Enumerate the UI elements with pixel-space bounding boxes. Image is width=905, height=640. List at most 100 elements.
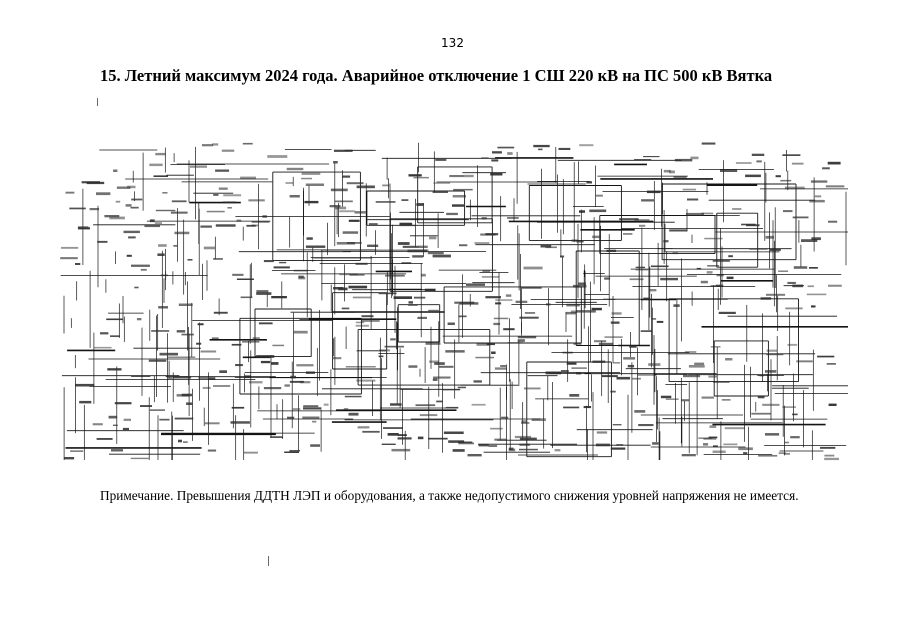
schematic-label-block <box>508 448 516 452</box>
schematic-label-block <box>211 337 219 339</box>
schematic-label-block <box>546 303 551 306</box>
schematic-label-block <box>116 186 131 189</box>
schematic-label-block <box>301 172 321 175</box>
schematic-label-block <box>332 357 342 360</box>
schematic-label-block <box>713 445 718 448</box>
schematic-label-block <box>660 277 678 281</box>
schematic-label-block <box>110 335 120 337</box>
schematic-label-block <box>387 433 399 436</box>
schematic-label-block <box>724 427 745 430</box>
schematic-label-block <box>151 330 170 332</box>
schematic-label-block <box>251 221 270 223</box>
schematic-label-block <box>413 176 429 179</box>
schematic-label-block <box>158 244 167 247</box>
schematic-label-block <box>703 443 709 446</box>
schematic-label-block <box>766 293 786 296</box>
schematic-label-block <box>482 269 491 273</box>
schematic-label-block <box>305 183 324 186</box>
schematic-label-block <box>149 163 163 167</box>
schematic-label-block <box>792 216 809 219</box>
schematic-label-block <box>243 451 258 454</box>
schematic-label-block <box>303 407 322 410</box>
schematic-label-block <box>391 448 411 452</box>
schematic-label-block <box>64 457 75 460</box>
schematic-label-block <box>493 322 501 326</box>
schematic-label-block <box>507 152 513 155</box>
schematic-label-block <box>149 219 155 223</box>
schematic-label-block <box>183 441 188 443</box>
schematic-label-block <box>792 413 798 416</box>
schematic-label-block <box>569 394 580 397</box>
schematic-label-block <box>267 155 288 158</box>
schematic-label-block <box>595 443 610 447</box>
schematic-label-block <box>361 315 374 318</box>
schematic-label-block <box>219 370 227 373</box>
schematic-label-block <box>576 241 584 243</box>
schematic-label-block <box>123 230 140 234</box>
schematic-label-block <box>634 219 650 222</box>
schematic-label-block <box>300 381 311 384</box>
schematic-label-block <box>115 200 121 203</box>
schematic-label-block <box>134 286 139 289</box>
schematic-label-block <box>494 438 507 441</box>
schematic-label-block <box>576 372 582 375</box>
schematic-label-block <box>362 430 380 433</box>
schematic-label-block <box>271 362 279 365</box>
schematic-label-block <box>685 212 704 216</box>
schematic-label-block <box>612 424 622 426</box>
schematic-label-block <box>673 176 687 179</box>
schematic-label-block <box>273 266 290 269</box>
schematic-label-block <box>660 395 672 399</box>
schematic-label-block <box>713 381 730 383</box>
schematic-label-block <box>594 340 607 343</box>
schematic-label-block <box>153 175 168 177</box>
schematic-label-block <box>494 367 507 370</box>
schematic-label-block <box>710 346 721 348</box>
schematic-label-block <box>757 396 765 399</box>
schematic-label-block <box>476 343 490 346</box>
schematic-label-block <box>759 374 764 377</box>
schematic-label-block <box>810 180 828 183</box>
schematic-label-block <box>442 389 460 391</box>
schematic-label-block <box>323 403 329 406</box>
schematic-label-block <box>682 188 697 191</box>
schematic-label-block <box>263 260 274 263</box>
schematic-label-block <box>474 242 490 244</box>
schematic-label-block <box>481 157 489 159</box>
schematic-label-block <box>284 451 299 453</box>
schematic-label-block <box>765 235 774 239</box>
schematic-label-block <box>378 355 384 358</box>
schematic-label-block <box>616 376 631 380</box>
schematic-label-block <box>213 194 219 196</box>
schematic-label-block <box>554 449 561 452</box>
schematic-label-block <box>651 318 657 320</box>
schematic-label-block <box>200 350 217 353</box>
schematic-label-block <box>822 167 830 170</box>
schematic-label-block <box>344 395 362 398</box>
schematic-label-block <box>285 182 293 184</box>
schematic-label-block <box>271 296 287 299</box>
schematic-label-block <box>787 281 796 284</box>
schematic-label-block <box>256 355 275 358</box>
schematic-label-block <box>454 301 475 304</box>
schematic-label-block <box>656 320 664 323</box>
schematic-label-block <box>190 165 207 168</box>
schematic-label-block <box>507 217 519 219</box>
schematic-label-block <box>368 223 378 225</box>
schematic-label-block <box>791 162 804 165</box>
schematic-label-block <box>651 265 669 268</box>
schematic-label-block <box>565 311 577 315</box>
schematic-label-block <box>766 353 784 356</box>
schematic-label-block <box>149 409 165 411</box>
schematic-label-block <box>330 188 348 192</box>
schematic-label-block <box>783 452 790 455</box>
schematic-label-block <box>701 212 714 215</box>
schematic-label-block <box>155 152 166 156</box>
schematic-label-block <box>130 206 139 209</box>
schematic-label-block <box>523 266 543 270</box>
schematic-label-block <box>96 192 111 196</box>
schematic-label-block <box>97 240 108 243</box>
schematic-label-block <box>70 450 84 452</box>
schematic-label-block <box>519 443 531 446</box>
schematic-label-block <box>445 350 465 353</box>
